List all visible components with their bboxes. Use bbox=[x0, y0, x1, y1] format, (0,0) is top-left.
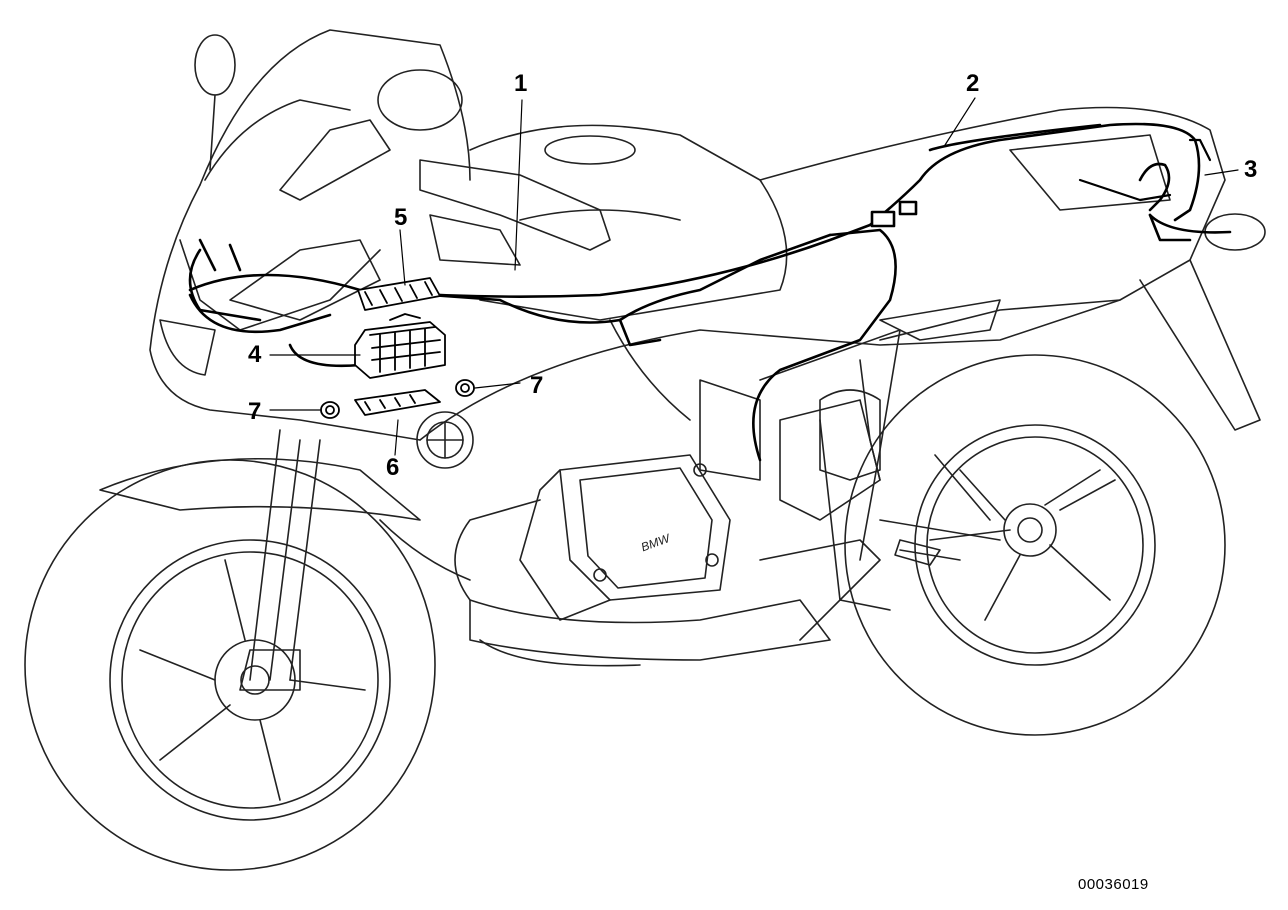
side-panel bbox=[379, 299, 1121, 581]
bmw-emblem bbox=[416, 411, 474, 469]
callout-3: 3 bbox=[1244, 156, 1258, 183]
part-4-control-unit bbox=[354, 313, 446, 379]
callout-7-right: 7 bbox=[530, 372, 544, 399]
handlebars bbox=[279, 119, 611, 266]
exhaust bbox=[454, 499, 641, 667]
callout-6: 6 bbox=[386, 454, 400, 481]
footpeg bbox=[894, 539, 941, 566]
engine-cover-text: BMW bbox=[639, 531, 673, 555]
callout-5: 5 bbox=[394, 204, 408, 231]
mirrors bbox=[194, 34, 1266, 251]
main-wiring-harness bbox=[188, 223, 897, 462]
callout-1: 1 bbox=[514, 70, 528, 97]
front-fairing bbox=[149, 29, 471, 441]
callout-4: 4 bbox=[248, 341, 262, 368]
part-7-grommets bbox=[320, 379, 475, 419]
fuel-tank bbox=[469, 124, 788, 321]
rear-wheel bbox=[844, 354, 1226, 736]
leader-lines bbox=[269, 97, 1239, 456]
tail-section bbox=[759, 106, 1261, 431]
callout-2: 2 bbox=[966, 70, 980, 97]
front-fender bbox=[99, 457, 421, 521]
rear-wiring-harness bbox=[868, 122, 1232, 242]
engine bbox=[469, 379, 881, 661]
callout-7-left: 7 bbox=[248, 398, 262, 425]
part-5-module bbox=[357, 277, 441, 311]
front-fork bbox=[239, 429, 321, 691]
part-6-connector bbox=[354, 389, 441, 416]
front-wheel bbox=[24, 459, 436, 871]
diagram-reference-number: 00036019 bbox=[1078, 876, 1149, 893]
tail-lamp-wiring bbox=[1078, 138, 1212, 202]
frame bbox=[759, 329, 1001, 641]
